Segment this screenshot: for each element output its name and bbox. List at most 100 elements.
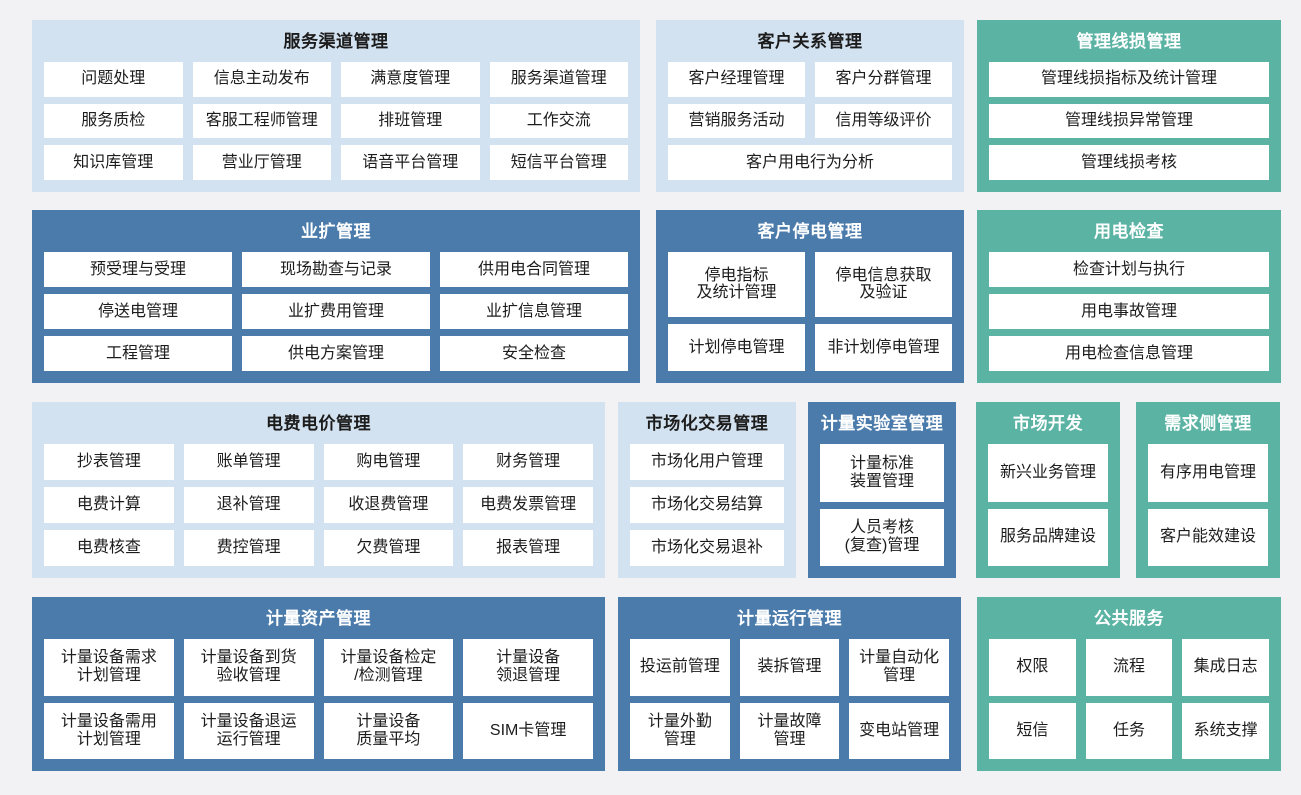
- tile-item[interactable]: 客户能效建设: [1148, 508, 1268, 566]
- tile-item[interactable]: 排班管理: [341, 103, 480, 139]
- panel-business-expansion[interactable]: 业扩管理 预受理与受理 现场勘查与记录 供用电合同管理 停送电管理 业扩费用管理…: [32, 210, 640, 383]
- tile-item[interactable]: 非计划停电管理: [815, 323, 952, 371]
- tile-item[interactable]: 新兴业务管理: [988, 444, 1108, 502]
- tile-item[interactable]: 信用等级评价: [815, 103, 952, 139]
- tile-item[interactable]: 短信平台管理: [489, 145, 628, 180]
- tile-item[interactable]: 工作交流: [489, 103, 628, 139]
- tile-item[interactable]: 报表管理: [463, 530, 593, 566]
- panel-line-loss[interactable]: 管理线损管理 管理线损指标及统计管理 管理线损异常管理 管理线损考核: [977, 20, 1281, 192]
- tile-item[interactable]: 语音平台管理: [341, 145, 480, 180]
- tile-item[interactable]: 计量设备退运 运行管理: [183, 702, 314, 759]
- panel-market-trading[interactable]: 市场化交易管理 市场化用户管理 市场化交易结算 市场化交易退补: [618, 402, 796, 578]
- panel-title: 客户关系管理: [757, 32, 863, 51]
- tile-item[interactable]: 有序用电管理: [1148, 444, 1268, 502]
- tile-item[interactable]: 账单管理: [183, 444, 314, 480]
- tile-item[interactable]: 信息主动发布: [192, 62, 331, 97]
- tile-item[interactable]: 人员考核 (复查)管理: [820, 508, 944, 566]
- tile-item[interactable]: 计量外勤 管理: [630, 702, 730, 759]
- tile-item[interactable]: 电费计算: [44, 487, 174, 523]
- tile-item[interactable]: 知识库管理: [44, 145, 183, 180]
- tile-item[interactable]: 流程: [1085, 639, 1173, 696]
- tile-item[interactable]: 欠费管理: [323, 530, 454, 566]
- panel-metering-operation[interactable]: 计量运行管理 投运前管理 装拆管理 计量自动化 管理 计量外勤 管理 计量故障 …: [618, 597, 961, 771]
- tile-item[interactable]: 市场化交易退补: [630, 530, 784, 566]
- tile-item[interactable]: 费控管理: [183, 530, 314, 566]
- panel-tariff-management[interactable]: 电费电价管理 抄表管理 账单管理 购电管理 财务管理 电费计算 退补管理 收退费…: [32, 402, 605, 578]
- tile-item[interactable]: 购电管理: [323, 444, 454, 480]
- tile-item[interactable]: 管理线损指标及统计管理: [989, 62, 1269, 97]
- tile-item[interactable]: 用电事故管理: [989, 294, 1269, 329]
- panel-tile-grid: 权限 流程 集成日志 短信 任务 系统支撑: [989, 639, 1269, 759]
- tile-item[interactable]: 任务: [1085, 702, 1173, 759]
- tile-item[interactable]: 集成日志: [1182, 639, 1269, 696]
- tile-item[interactable]: 服务质检: [44, 103, 183, 139]
- panel-customer-relations[interactable]: 客户关系管理 客户经理管理 客户分群管理 营销服务活动 信用等级评价 客户用电行…: [656, 20, 964, 192]
- tile-item[interactable]: 市场化交易结算: [630, 487, 784, 523]
- tile-item[interactable]: 客户经理管理: [668, 62, 805, 97]
- tile-item[interactable]: 管理线损考核: [989, 145, 1269, 180]
- tile-item[interactable]: 停电信息获取 及验证: [815, 252, 952, 317]
- tile-item[interactable]: 客户用电行为分析: [668, 145, 952, 180]
- tile-item[interactable]: 服务品牌建设: [988, 508, 1108, 566]
- tile-item[interactable]: 营销服务活动: [668, 103, 805, 139]
- panel-power-inspection[interactable]: 用电检查 检查计划与执行 用电事故管理 用电检查信息管理: [977, 210, 1281, 383]
- panel-title: 计量实验室管理: [820, 414, 944, 433]
- tile-item[interactable]: 问题处理: [44, 62, 183, 97]
- tile-item[interactable]: 计量设备需求 计划管理: [44, 639, 174, 696]
- tile-item[interactable]: 业扩费用管理: [242, 294, 430, 329]
- tile-item[interactable]: 计量标准 装置管理: [820, 444, 944, 502]
- tile-item[interactable]: 停送电管理: [44, 294, 232, 329]
- tile-item[interactable]: 计量设备到货 验收管理: [183, 639, 314, 696]
- tile-item[interactable]: SIM卡管理: [463, 702, 593, 759]
- tile-item[interactable]: 客服工程师管理: [192, 103, 331, 139]
- panel-tile-grid: 计量标准 装置管理 人员考核 (复查)管理: [820, 444, 944, 566]
- tile-item[interactable]: 工程管理: [44, 336, 232, 371]
- tile-item[interactable]: 检查计划与执行: [989, 252, 1269, 287]
- tile-item[interactable]: 供用电合同管理: [440, 252, 628, 287]
- tile-item[interactable]: 营业厅管理: [192, 145, 331, 180]
- tile-item[interactable]: 计量自动化 管理: [849, 639, 949, 696]
- tile-item[interactable]: 计量设备 质量平均: [323, 702, 454, 759]
- tile-item[interactable]: 电费核查: [44, 530, 174, 566]
- panel-tile-grid: 停电指标 及统计管理 停电信息获取 及验证 计划停电管理 非计划停电管理: [668, 252, 952, 371]
- tile-item[interactable]: 客户分群管理: [815, 62, 952, 97]
- tile-item[interactable]: 安全检查: [440, 336, 628, 371]
- panel-tile-grid: 预受理与受理 现场勘查与记录 供用电合同管理 停送电管理 业扩费用管理 业扩信息…: [44, 252, 628, 371]
- panel-market-development[interactable]: 市场开发 新兴业务管理 服务品牌建设: [976, 402, 1120, 578]
- tile-item[interactable]: 变电站管理: [849, 702, 949, 759]
- tile-item[interactable]: 计量设备 领退管理: [463, 639, 593, 696]
- tile-item[interactable]: 预受理与受理: [44, 252, 232, 287]
- tile-item[interactable]: 计量设备需用 计划管理: [44, 702, 174, 759]
- tile-item[interactable]: 电费发票管理: [463, 487, 593, 523]
- tile-item[interactable]: 退补管理: [183, 487, 314, 523]
- tile-item[interactable]: 投运前管理: [630, 639, 730, 696]
- tile-item[interactable]: 用电检查信息管理: [989, 336, 1269, 371]
- panel-demand-side[interactable]: 需求侧管理 有序用电管理 客户能效建设: [1136, 402, 1280, 578]
- tile-item[interactable]: 抄表管理: [44, 444, 174, 480]
- tile-item[interactable]: 供电方案管理: [242, 336, 430, 371]
- panel-public-service[interactable]: 公共服务 权限 流程 集成日志 短信 任务 系统支撑: [977, 597, 1281, 771]
- tile-item[interactable]: 停电指标 及统计管理: [668, 252, 805, 317]
- tile-item[interactable]: 服务渠道管理: [489, 62, 628, 97]
- tile-item[interactable]: 权限: [989, 639, 1076, 696]
- tile-item[interactable]: 财务管理: [463, 444, 593, 480]
- tile-item[interactable]: 系统支撑: [1182, 702, 1269, 759]
- tile-item[interactable]: 计量故障 管理: [739, 702, 840, 759]
- tile-item[interactable]: 计划停电管理: [668, 323, 805, 371]
- tile-item[interactable]: 装拆管理: [739, 639, 840, 696]
- panel-tile-grid: 有序用电管理 客户能效建设: [1148, 444, 1268, 566]
- tile-item[interactable]: 收退费管理: [323, 487, 454, 523]
- panel-service-channel[interactable]: 服务渠道管理 问题处理 信息主动发布 满意度管理 服务渠道管理 服务质检 客服工…: [32, 20, 640, 192]
- panel-customer-outage[interactable]: 客户停电管理 停电指标 及统计管理 停电信息获取 及验证 计划停电管理 非计划停…: [656, 210, 964, 383]
- tile-item[interactable]: 市场化用户管理: [630, 444, 784, 480]
- panel-metering-lab[interactable]: 计量实验室管理 计量标准 装置管理 人员考核 (复查)管理: [808, 402, 956, 578]
- panel-metering-assets[interactable]: 计量资产管理 计量设备需求 计划管理 计量设备到货 验收管理 计量设备检定 /检…: [32, 597, 605, 771]
- tile-item[interactable]: 短信: [989, 702, 1076, 759]
- tile-item[interactable]: 满意度管理: [341, 62, 480, 97]
- tile-item[interactable]: 计量设备检定 /检测管理: [323, 639, 454, 696]
- tile-item[interactable]: 业扩信息管理: [440, 294, 628, 329]
- tile-item[interactable]: 管理线损异常管理: [989, 103, 1269, 139]
- panel-title: 用电检查: [1094, 222, 1164, 241]
- panel-title: 电费电价管理: [266, 414, 371, 433]
- tile-item[interactable]: 现场勘查与记录: [242, 252, 430, 287]
